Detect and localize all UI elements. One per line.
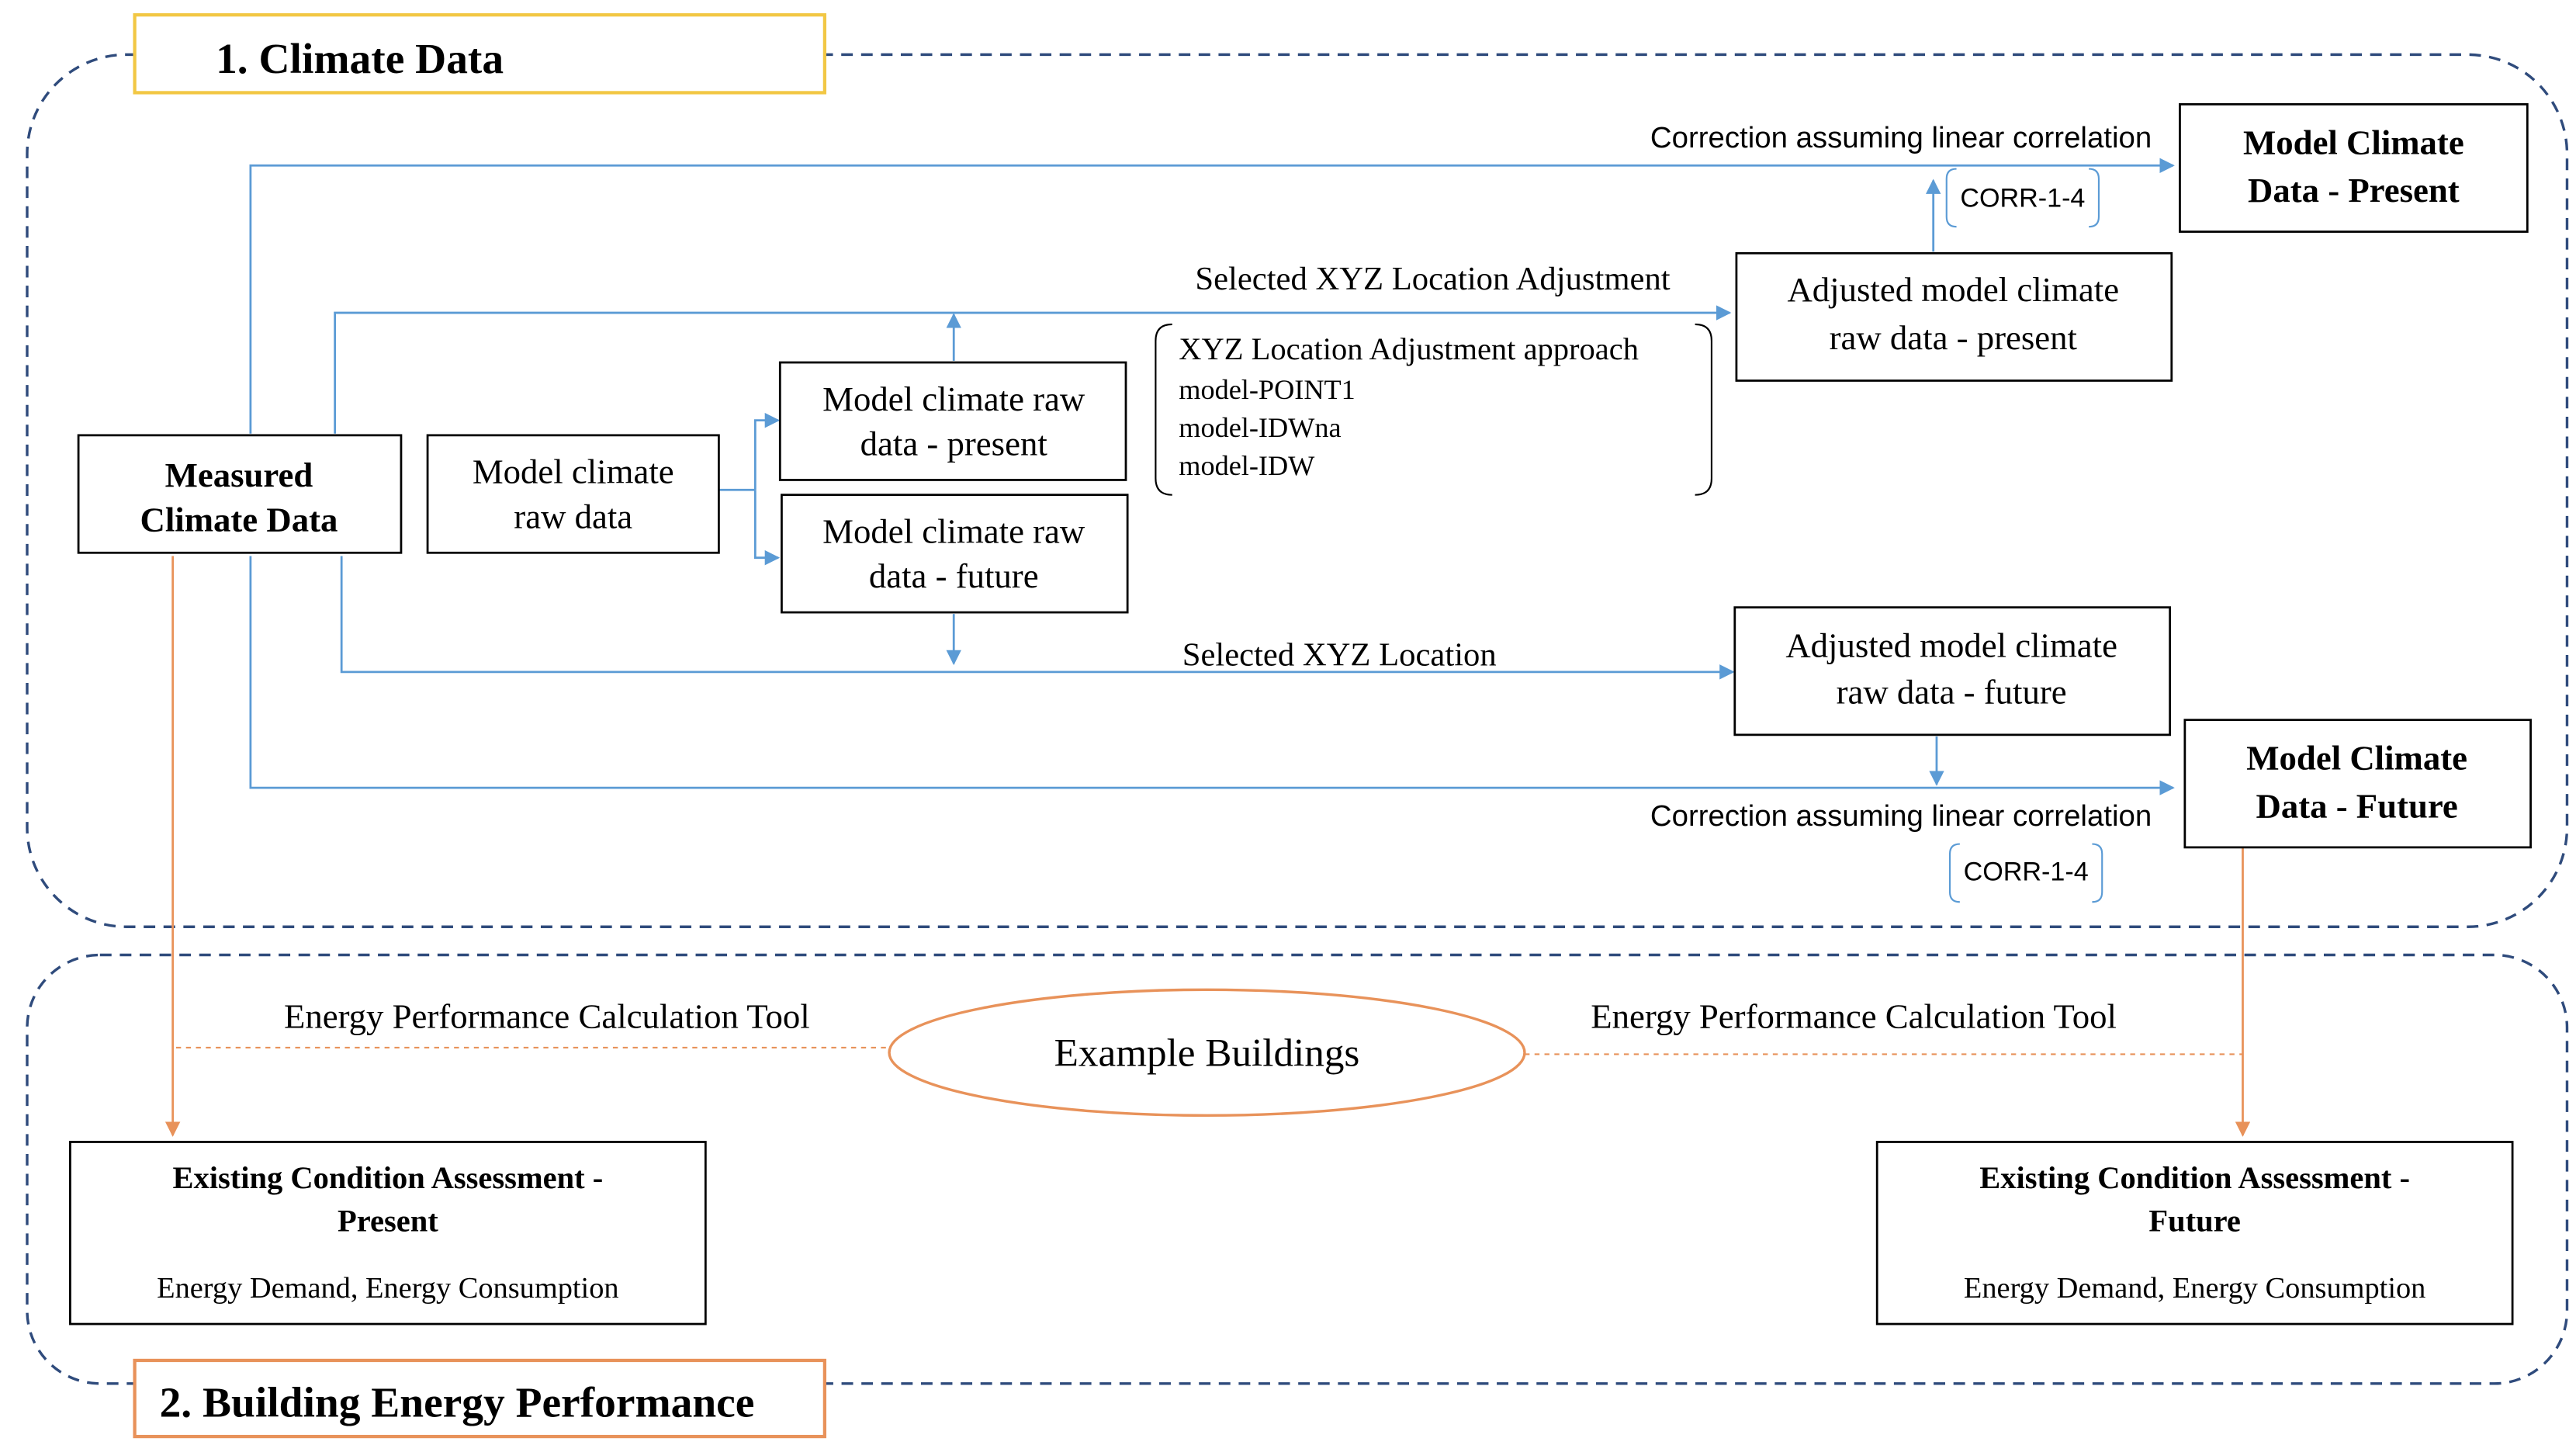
box-adjusted-future: Adjusted model climate raw data - future bbox=[1733, 606, 2172, 736]
box-measured-climate-data: Measured Climate Data bbox=[77, 434, 403, 554]
arrow-to-raw-present bbox=[753, 412, 781, 490]
raw-present-line2: data - present bbox=[860, 424, 1048, 463]
eca-future-sub: Energy Demand, Energy Consumption bbox=[1964, 1272, 2425, 1305]
adj-present-line1: Adjusted model climate bbox=[1787, 270, 2119, 309]
approach-brace: XYZ Location Adjustment approach model-P… bbox=[1155, 323, 1713, 496]
dotted-tool-links bbox=[175, 1046, 2243, 1055]
measured-line1: Measured bbox=[165, 456, 313, 494]
box-eca-present: Existing Condition Assessment - Present … bbox=[69, 1141, 707, 1326]
box-eca-future: Existing Condition Assessment - Future E… bbox=[1875, 1141, 2514, 1326]
model-raw-line1: Model climate bbox=[473, 452, 674, 491]
raw-present-line1: Model climate raw bbox=[822, 379, 1085, 418]
box-raw-present: Model climate raw data - present bbox=[778, 361, 1127, 481]
eca-present-sub: Energy Demand, Energy Consumption bbox=[157, 1272, 618, 1305]
adj-future-line1: Adjusted model climate bbox=[1785, 626, 2117, 665]
building-section-label: 2. Building Energy Performance bbox=[160, 1378, 755, 1426]
box-model-climate-future: Model Climate Data - Future bbox=[2183, 719, 2532, 849]
label-tool-right: Energy Performance Calculation Tool bbox=[1591, 996, 2117, 1035]
approach-item-point1: model-POINT1 bbox=[1179, 374, 1356, 405]
eca-present-title2: Present bbox=[338, 1204, 438, 1239]
approach-item-idwna: model-IDWna bbox=[1179, 412, 1341, 443]
model-present-line1: Model Climate bbox=[2243, 123, 2464, 161]
model-future-line2: Data - Future bbox=[2256, 786, 2458, 825]
box-raw-future: Model climate raw data - future bbox=[781, 494, 1129, 614]
climate-section-frame bbox=[26, 53, 2569, 928]
arrow-measured-to-model-present bbox=[249, 158, 2175, 434]
climate-section-label: 1. Climate Data bbox=[216, 35, 504, 82]
box-model-climate-raw: Model climate raw data bbox=[426, 434, 720, 554]
building-section-frame bbox=[26, 953, 2569, 1385]
blue-connectors bbox=[249, 158, 2175, 795]
example-buildings: Example Buildings bbox=[888, 988, 1526, 1118]
example-buildings-label: Example Buildings bbox=[1054, 1031, 1360, 1075]
corr-tag-top: CORR-1-4 bbox=[1945, 168, 2100, 228]
eca-present-title1: Existing Condition Assessment - bbox=[173, 1160, 604, 1195]
arrow-measured-to-model-future bbox=[249, 556, 2175, 795]
measured-line2: Climate Data bbox=[140, 501, 338, 539]
label-correction-bottom: Correction assuming linear correlation bbox=[1650, 799, 2152, 833]
label-selected-xyz-adjustment: Selected XYZ Location Adjustment bbox=[1195, 261, 1670, 297]
raw-future-line1: Model climate raw bbox=[822, 511, 1085, 550]
box-adjusted-present: Adjusted model climate raw data - presen… bbox=[1735, 251, 2173, 382]
arrow-to-raw-future bbox=[753, 490, 781, 566]
label-tool-left: Energy Performance Calculation Tool bbox=[284, 996, 810, 1035]
eca-future-title1: Existing Condition Assessment - bbox=[1979, 1160, 2410, 1195]
label-correction-top: Correction assuming linear correlation bbox=[1650, 121, 2152, 154]
raw-future-line2: data - future bbox=[869, 556, 1039, 595]
corr-tag-bottom-label: CORR-1-4 bbox=[1964, 858, 2089, 887]
approach-item-idw: model-IDW bbox=[1179, 450, 1315, 481]
corr-tag-top-label: CORR-1-4 bbox=[1960, 184, 2085, 213]
model-future-line1: Model Climate bbox=[2246, 739, 2467, 778]
building-section-header: 2. Building Energy Performance bbox=[133, 1358, 827, 1439]
approach-title: XYZ Location Adjustment approach bbox=[1179, 331, 1639, 366]
model-present-line2: Data - Present bbox=[2248, 171, 2460, 210]
adj-future-line2: raw data - future bbox=[1837, 672, 2067, 711]
corr-tag-bottom: CORR-1-4 bbox=[1948, 843, 2103, 903]
orange-connectors bbox=[164, 556, 2251, 1137]
adj-present-line2: raw data - present bbox=[1830, 318, 2078, 357]
label-selected-xyz-location: Selected XYZ Location bbox=[1182, 636, 1497, 673]
model-raw-line2: raw data bbox=[514, 497, 632, 535]
box-model-climate-present: Model Climate Data - Present bbox=[2179, 102, 2529, 233]
arrow-measured-to-adj-present bbox=[334, 305, 1732, 434]
eca-future-title2: Future bbox=[2148, 1204, 2241, 1239]
climate-section-header: 1. Climate Data bbox=[133, 13, 827, 95]
arrow-measured-to-adj-future bbox=[340, 556, 1735, 680]
